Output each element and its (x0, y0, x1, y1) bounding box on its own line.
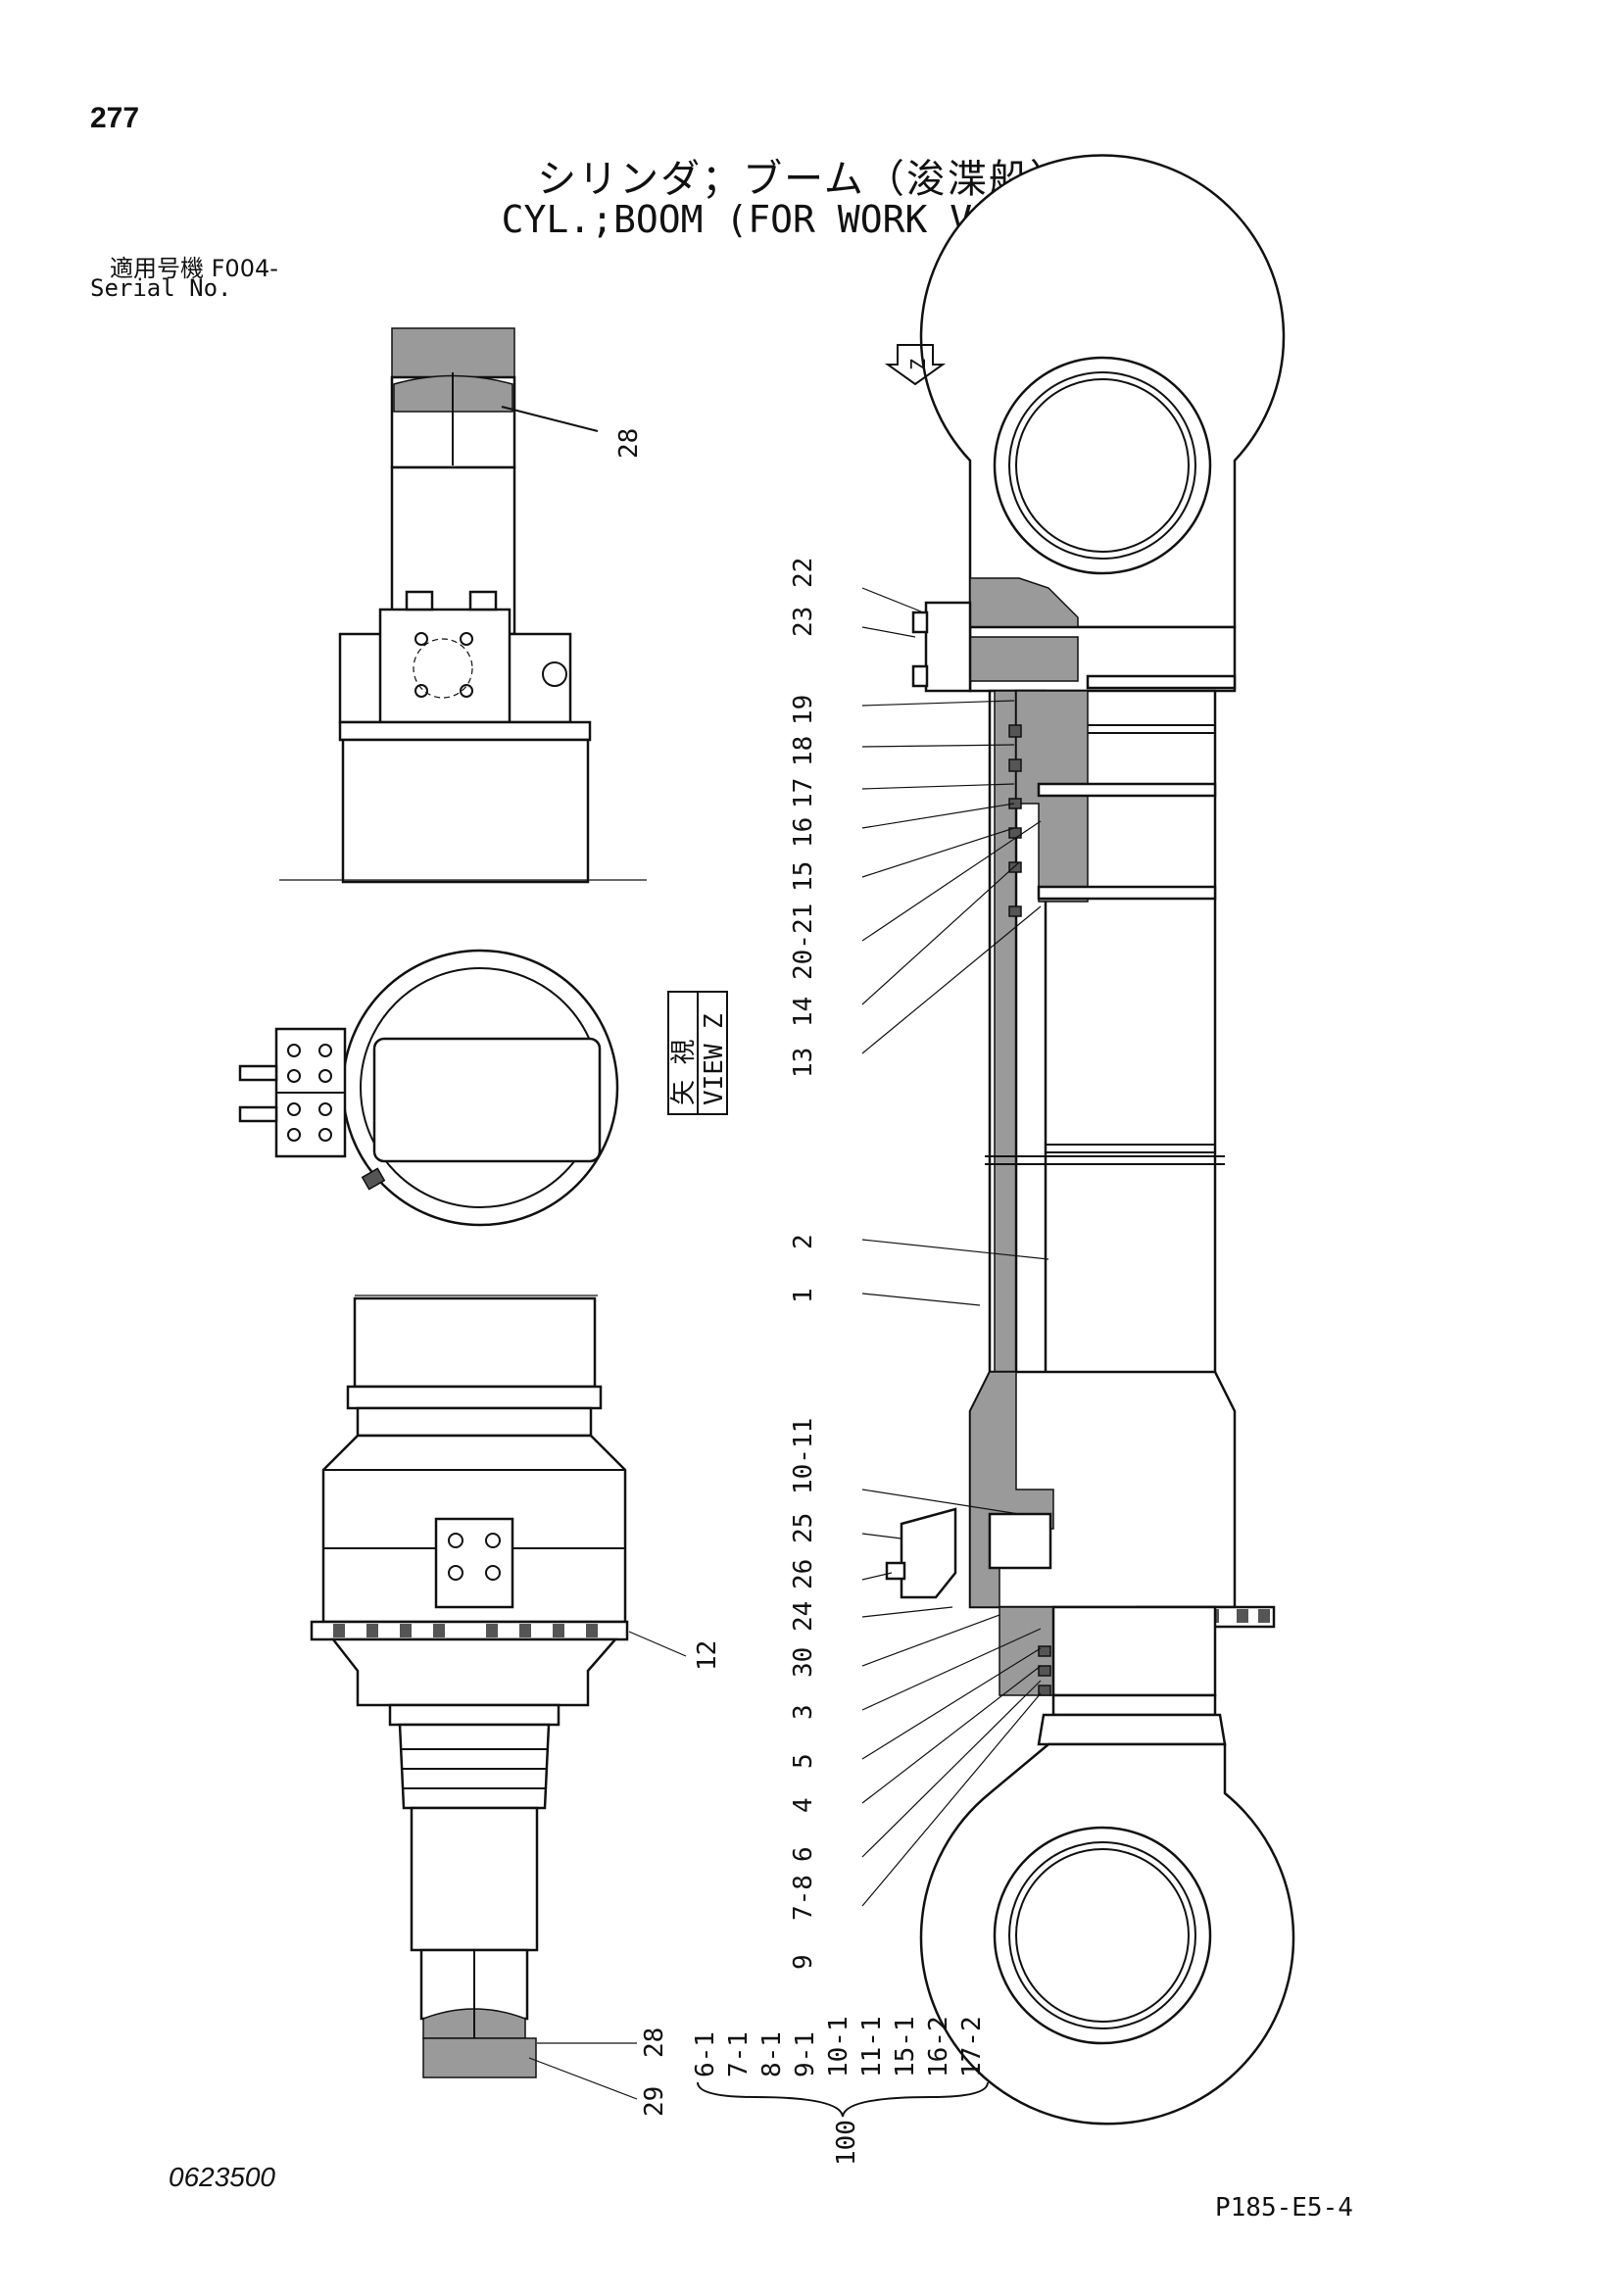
callout-4: 4 (789, 1797, 818, 1813)
callout-16: 16 (789, 817, 818, 848)
top-view-block (378, 608, 512, 724)
callout-18: 18 (789, 736, 818, 766)
top-view-bolt (414, 632, 428, 646)
kit-item-16-2: 16-2 (924, 2016, 953, 2077)
callout-20-21: 20-21 (789, 904, 818, 980)
bottom-view-port-block (434, 1517, 514, 1609)
callout-6: 6 (789, 1846, 818, 1862)
bottom-view-rod-ribs (398, 1723, 551, 1810)
bottom-eye-bushing-outer (993, 1826, 1212, 2045)
drawing-number: 0623500 (169, 2162, 276, 2192)
page-code: P185-E5-4 (1215, 2193, 1353, 2223)
top-view-bolt-head (405, 590, 434, 611)
callout-23: 23 (789, 607, 818, 637)
bottom-view-neck (388, 1703, 560, 1727)
callout-28-top: 28 (614, 428, 644, 459)
lower-head-bore (988, 1512, 1052, 1570)
top-left-view (279, 327, 647, 884)
callout-15: 15 (789, 861, 818, 892)
bottom-view-collar (356, 1406, 593, 1438)
top-view-bolt (460, 684, 473, 698)
callout-3: 3 (789, 1704, 818, 1720)
callout-12: 12 (693, 1640, 722, 1671)
end-view-tab (361, 1167, 386, 1191)
top-view-band (338, 720, 592, 742)
callout-10-11: 10-11 (789, 1418, 818, 1494)
callout-5: 5 (789, 1753, 818, 1769)
view-z-letter: Z (700, 1013, 729, 1029)
top-view-plug (542, 661, 567, 687)
top-view-bolt (414, 684, 428, 698)
view-z-arrow: Z (884, 344, 947, 386)
gland-body (1051, 1605, 1217, 1697)
callout-1: 1 (789, 1288, 818, 1303)
kit-item-11-1: 11-1 (857, 2016, 887, 2077)
top-port-block (924, 601, 972, 693)
callout-24: 24 (789, 1601, 818, 1632)
callout-7-8: 7-8 (789, 1875, 818, 1921)
callout-13: 13 (789, 1048, 818, 1078)
view-z-label-english: VIEW (700, 1044, 729, 1105)
kit-item-6-1: 6-1 (691, 2031, 720, 2077)
callout-28-bottom: 28 (640, 2027, 669, 2058)
bottom-view-tube (353, 1296, 597, 1389)
top-view-port-circle (413, 638, 473, 699)
kit-item-15-1: 15-1 (891, 2016, 920, 2077)
top-view-cap-hatch (391, 327, 515, 378)
rod-ribs (1051, 1693, 1217, 1717)
top-view-bolt (460, 632, 473, 646)
end-view-bolt-head (238, 1105, 278, 1123)
callout-22: 22 (789, 558, 818, 588)
callout-19: 19 (789, 695, 818, 725)
kit-item-9-1: 9-1 (791, 2031, 820, 2077)
kit-item-8-1: 8-1 (757, 2031, 787, 2077)
callout-14: 14 (789, 997, 818, 1027)
page-number: 277 (90, 102, 140, 134)
kit-item-7-1: 7-1 (724, 2031, 754, 2077)
bottom-view-gland (330, 1637, 618, 1707)
end-view-bolt-head (238, 1064, 278, 1082)
view-z-label-japanese: 矢 視 (669, 1039, 699, 1105)
top-view-bolt-head (468, 590, 498, 611)
top-eye-bushing-outer (993, 356, 1212, 575)
bottom-view-cap-hatch (422, 2037, 537, 2078)
callout-9: 9 (789, 1954, 818, 1970)
kit-number-100: 100 (832, 2120, 861, 2166)
kit-item-10-1: 10-1 (824, 2016, 853, 2077)
end-view-rod-section (372, 1037, 602, 1163)
leader-lines (528, 587, 1049, 2118)
top-eye-bushing-inner (1008, 371, 1196, 560)
callout-26: 26 (789, 1559, 818, 1589)
title-japanese: シリンダ；ブーム（浚渫船） (537, 157, 1071, 202)
lower-port-block (900, 1507, 957, 1599)
callout-30: 30 (789, 1647, 818, 1678)
callout-25: 25 (789, 1513, 818, 1543)
bottom-view-band (346, 1385, 603, 1410)
main-cylinder-section: Z (884, 154, 1295, 2125)
kit-item-17-2: 17-2 (957, 2016, 987, 2077)
top-view-tube (341, 738, 590, 884)
svg-text:Z: Z (906, 359, 930, 370)
view-z-box: 矢 視 VIEW Z (667, 991, 729, 1115)
bottom-view-bolt-circle (310, 1620, 629, 1641)
serial-label-english: Serial No. (90, 274, 232, 302)
callout-2: 2 (789, 1234, 818, 1249)
callout-29: 29 (640, 2086, 669, 2117)
end-view (238, 949, 619, 1227)
callout-17: 17 (789, 778, 818, 808)
serial-label-japanese: 適用号機 F004- (110, 255, 278, 282)
callout-labels: 28 22 23 19 18 17 16 15 20-21 14 13 2 1 … (614, 428, 987, 2166)
bottom-left-view (310, 1295, 629, 2078)
bottom-view-rod-end (410, 1806, 539, 1952)
